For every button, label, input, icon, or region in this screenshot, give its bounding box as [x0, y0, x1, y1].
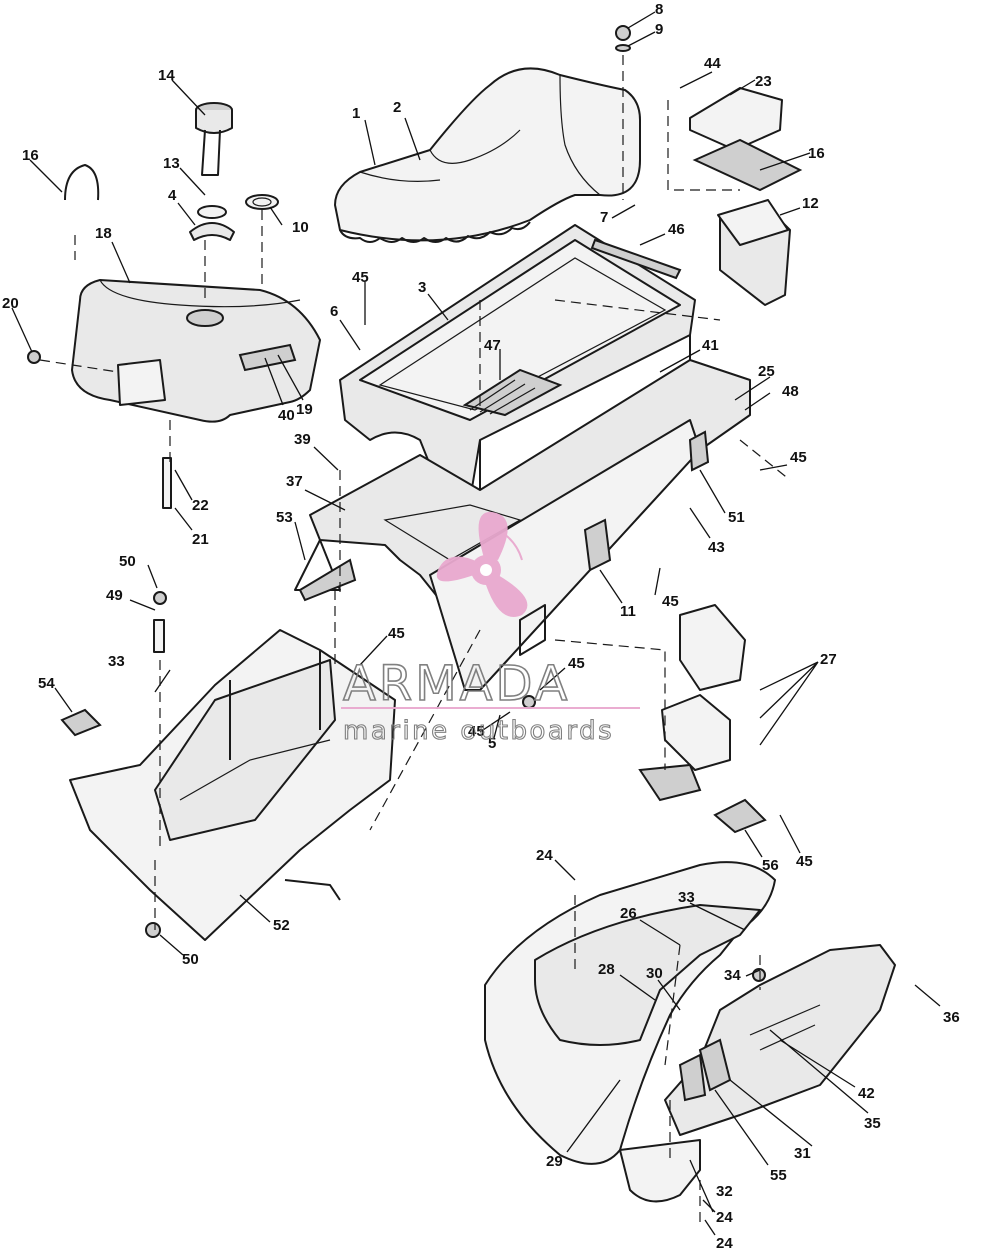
callout-37: 37 — [286, 473, 303, 490]
seat-cushion-part — [334, 67, 641, 243]
callout-11: 11 — [620, 603, 636, 620]
callout-52: 52 — [273, 917, 290, 934]
callout-22: 22 — [192, 497, 209, 514]
callout-43: 43 — [708, 539, 725, 556]
callout-45-e: 45 — [568, 655, 585, 672]
watermark-tagline: marine outboards — [343, 716, 614, 746]
callout-26: 26 — [620, 905, 637, 922]
callout-42: 42 — [858, 1085, 875, 1102]
foot-well-part — [69, 629, 396, 941]
callout-18: 18 — [95, 225, 112, 242]
callout-28: 28 — [598, 961, 615, 978]
callout-36: 36 — [943, 1009, 960, 1026]
callout-32: 32 — [716, 1183, 733, 1200]
callout-55: 55 — [770, 1167, 787, 1184]
battery-box-part — [590, 87, 803, 306]
callout-51: 51 — [728, 509, 745, 526]
callout-50-top: 50 — [119, 553, 136, 570]
alignment-lines — [39, 55, 791, 1225]
callout-49: 49 — [106, 587, 123, 604]
callout-5: 5 — [488, 735, 496, 752]
callout-33-right: 33 — [678, 889, 695, 906]
callout-19: 19 — [296, 401, 313, 418]
callout-21: 21 — [192, 531, 209, 548]
callout-39: 39 — [294, 431, 311, 448]
fuel-line-part — [64, 164, 100, 201]
watermark-brand: ARMADA — [343, 656, 570, 712]
leader-lines — [11, 11, 941, 1236]
callout-50-bottom: 50 — [182, 951, 199, 968]
callout-2: 2 — [393, 99, 401, 116]
callout-24-mid: 24 — [716, 1209, 733, 1226]
callout-3: 3 — [418, 279, 426, 296]
tunnel-frame-part — [294, 359, 751, 691]
filler-assembly-part — [189, 102, 279, 241]
callout-10: 10 — [292, 219, 309, 236]
callout-34: 34 — [724, 967, 741, 984]
callout-45-b: 45 — [790, 449, 807, 466]
callout-20: 20 — [2, 295, 19, 312]
callout-6: 6 — [330, 303, 338, 320]
hinge-parts — [60, 604, 767, 834]
callout-46: 46 — [668, 221, 685, 238]
callout-27: 27 — [820, 651, 837, 668]
callout-31: 31 — [794, 1145, 811, 1162]
callout-29: 29 — [546, 1153, 563, 1170]
callout-13: 13 — [163, 155, 180, 172]
callout-45-f: 45 — [468, 723, 485, 740]
callout-41: 41 — [702, 337, 719, 354]
callout-30: 30 — [646, 965, 663, 982]
callout-12: 12 — [802, 195, 819, 212]
callout-24-top: 24 — [536, 847, 553, 864]
callout-45-a: 45 — [352, 269, 369, 286]
callout-47: 47 — [484, 337, 501, 354]
callout-45-d: 45 — [388, 625, 405, 642]
callout-labels: 1 2 3 4 5 6 7 8 9 10 11 12 13 14 16 16 1… — [2, 1, 960, 1250]
callout-33-left: 33 — [108, 653, 125, 670]
callout-14: 14 — [158, 67, 175, 84]
callout-40: 40 — [278, 407, 295, 424]
fastener-parts — [27, 25, 766, 982]
callout-53: 53 — [276, 509, 293, 526]
callout-1: 1 — [352, 105, 360, 122]
callout-45-c: 45 — [662, 593, 679, 610]
callout-16-left: 16 — [22, 147, 39, 164]
parts-drawing — [27, 25, 896, 1225]
callout-44: 44 — [704, 55, 721, 72]
callout-45-g: 45 — [796, 853, 813, 870]
callout-7: 7 — [600, 209, 608, 226]
callout-24-bottom: 24 — [716, 1235, 733, 1250]
seat-base-frame-part — [339, 224, 696, 501]
propeller-icon — [436, 511, 528, 617]
callout-9: 9 — [655, 21, 663, 38]
callout-56: 56 — [762, 857, 779, 874]
callout-25: 25 — [758, 363, 775, 380]
callout-23: 23 — [755, 73, 772, 90]
rear-pan-part — [484, 861, 896, 1203]
callout-54: 54 — [38, 675, 55, 692]
callout-4: 4 — [168, 187, 177, 204]
fuel-tank-part — [71, 279, 321, 423]
callout-8: 8 — [655, 1, 663, 18]
callout-16-right: 16 — [808, 145, 825, 162]
watermark: ARMADA marine outboards — [341, 511, 640, 747]
callout-35: 35 — [864, 1115, 881, 1132]
callout-48: 48 — [782, 383, 799, 400]
